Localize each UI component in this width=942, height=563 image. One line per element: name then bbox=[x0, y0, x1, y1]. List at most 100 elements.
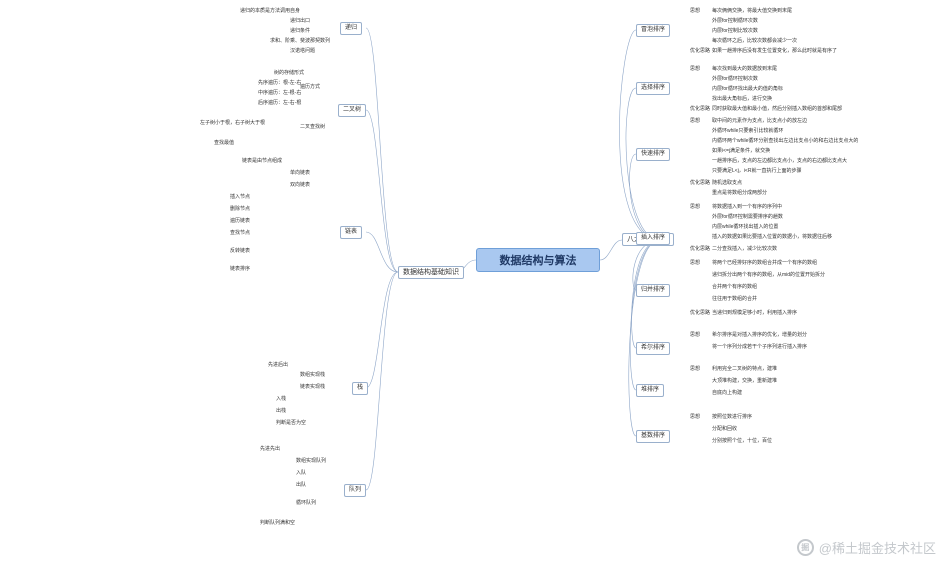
branch-line: 出队 bbox=[296, 482, 307, 488]
branch-line: 先序遍历：根-左-右 bbox=[258, 80, 302, 86]
branch-line: 链表排序 bbox=[230, 266, 251, 272]
branch-line: 希尔排序是对插入排序的优化，增量的划分 bbox=[712, 332, 808, 338]
branch-queue: 队列 bbox=[344, 484, 367, 497]
branch-line: 当递归到规模足够小时，利用插入排序 bbox=[712, 310, 798, 316]
branch-recursion: 递归 bbox=[340, 22, 363, 35]
branch-line: 反转链表 bbox=[230, 248, 251, 254]
branch-line: 求和、阶乘、斐波那契数列 bbox=[270, 38, 331, 44]
branch-line: 只要满足L<j，i<R就一直执行上面的步骤 bbox=[712, 168, 802, 174]
branch-line: 找出最大角标后，进行交换 bbox=[712, 96, 773, 102]
branch-selection-sort: 选择排序 bbox=[636, 82, 671, 95]
branch-line: 外循环while只要索引比较就循环 bbox=[712, 128, 784, 134]
branch-line: 双向链表 bbox=[290, 182, 311, 188]
branch-line: 递归拆分出两个有序的数组，从mid的位置开始拆分 bbox=[712, 272, 826, 278]
branch-line: 查找节点 bbox=[230, 230, 251, 236]
branch-line: 取中间的元素作为支点，比支点小的放左边 bbox=[712, 118, 808, 124]
branch-line: 中序遍历：左-根-右 bbox=[258, 90, 302, 96]
branch-line: 内层while循环找出插入的位置 bbox=[712, 224, 779, 230]
branch-line: 单向链表 bbox=[290, 170, 311, 176]
branch-line: 插入的数据如果比要插入位置的数据小，将数据往后移 bbox=[712, 234, 833, 240]
branch-line: 外层for控制循环次数 bbox=[712, 18, 758, 24]
branch-heap-sort: 堆排序 bbox=[636, 384, 665, 397]
branch-line: 往往用于数组的合并 bbox=[712, 296, 758, 302]
branch-line: 思想 bbox=[690, 204, 701, 210]
branch-line: 合并两个有序的数组 bbox=[712, 284, 758, 290]
branch-line: 优化思路 bbox=[690, 106, 711, 112]
branch-line: 按照位数进行排序 bbox=[712, 414, 753, 420]
branch-line: 内层for循环找出最大的值的角标 bbox=[712, 86, 783, 92]
branch-line: 汉诺塔问题 bbox=[290, 48, 316, 54]
branch-line: 递归的本质是方法调用自身 bbox=[240, 8, 301, 14]
branch-line: 随机选取支点 bbox=[712, 180, 743, 186]
branch-line: 递归出口 bbox=[290, 18, 311, 24]
central-topic: 数据结构与算法 bbox=[476, 248, 600, 272]
branch-line: 插入节点 bbox=[230, 194, 251, 200]
branch-line: 遍历方式 bbox=[300, 84, 321, 90]
branch-insertion-sort: 插入排序 bbox=[636, 232, 671, 245]
branch-line: 如果i<=j满足条件，就交换 bbox=[712, 148, 771, 154]
branch-line: 优化思路 bbox=[690, 48, 711, 54]
branch-line: 将一个序列分成若干个子序列进行插入排序 bbox=[712, 344, 808, 350]
branch-line: 分别按照个位，十位，百位 bbox=[712, 438, 773, 444]
branch-line: 将两个已经排好序的数组合并成一个有序的数组 bbox=[712, 260, 818, 266]
branch-line: 将数据插入到一个有序的序列中 bbox=[712, 204, 783, 210]
branch-line: 查找最值 bbox=[214, 140, 235, 146]
branch-linked-list: 链表 bbox=[340, 226, 363, 239]
branch-line: 循环队列 bbox=[296, 500, 317, 506]
branch-line: 优化思路 bbox=[690, 246, 711, 252]
branch-radix-sort: 基数排序 bbox=[636, 430, 671, 443]
branch-stack: 栈 bbox=[352, 382, 369, 395]
branch-binary-tree: 二叉树 bbox=[338, 104, 367, 117]
branch-line: 思想 bbox=[690, 366, 701, 372]
branch-line: 每次俩俩交换，将最大值交换到末尾 bbox=[712, 8, 793, 14]
branch-quick-sort: 快速排序 bbox=[636, 148, 671, 161]
branch-line: 判断是否为空 bbox=[276, 420, 307, 426]
branch-line: 判断队列满和空 bbox=[260, 520, 296, 526]
branch-line: 先进先出 bbox=[260, 446, 281, 452]
branch-line: 外层for循环控制次数 bbox=[712, 76, 758, 82]
branch-merge-sort: 归并排序 bbox=[636, 284, 671, 297]
branch-line: 递归条件 bbox=[290, 28, 311, 34]
left-main-topic: 数据结构基础知识 bbox=[398, 266, 464, 279]
branch-line: 后序遍历：左-右-根 bbox=[258, 100, 302, 106]
branch-line: 利用完全二叉树的特点，建堆 bbox=[712, 366, 778, 372]
branch-line: 入队 bbox=[296, 470, 307, 476]
branch-bubble-sort: 冒泡排序 bbox=[636, 24, 671, 37]
branch-line: 思想 bbox=[690, 8, 701, 14]
branch-line: 思想 bbox=[690, 332, 701, 338]
branch-shell-sort: 希尔排序 bbox=[636, 342, 671, 355]
branch-line: 数组实现栈 bbox=[300, 372, 326, 378]
branch-line: 内循环两个while循环分别查找出左边比支点小的和右边比支点大的 bbox=[712, 138, 859, 144]
branch-line: 二分查找插入，减少比较次数 bbox=[712, 246, 778, 252]
watermark-icon: 掘 bbox=[796, 539, 814, 556]
branch-line: 思想 bbox=[690, 66, 701, 72]
branch-line: 如果一趟排序后没有发生位置变化，那么此时就是有序了 bbox=[712, 48, 838, 54]
branch-line: 优化思路 bbox=[690, 310, 711, 316]
watermark: 掘 @稀土掘金技术社区 bbox=[796, 538, 936, 557]
branch-line: 思想 bbox=[690, 260, 701, 266]
branch-line: 重点是将数组分成两部分 bbox=[712, 190, 768, 196]
branch-line: 遍历链表 bbox=[230, 218, 251, 224]
branch-line: 一趟排序后，支点的左边都比支点小，支点的右边都比支点大 bbox=[712, 158, 848, 164]
watermark-text: @稀土掘金技术社区 bbox=[818, 541, 936, 556]
branch-line: 外层for循环控制需要排序的趟数 bbox=[712, 214, 783, 220]
branch-line: 出栈 bbox=[276, 408, 287, 414]
branch-line: 树的存储形式 bbox=[274, 70, 305, 76]
branch-line: 思想 bbox=[690, 118, 701, 124]
branch-line: 入栈 bbox=[276, 396, 287, 402]
branch-line: 自底向上构建 bbox=[712, 390, 743, 396]
branch-line: 链表是由节点组成 bbox=[242, 158, 283, 164]
branch-line: 数组实现队列 bbox=[296, 458, 327, 464]
branch-line: 分配和回收 bbox=[712, 426, 738, 432]
branch-line: 左子树小于根，右子树大于根 bbox=[200, 120, 266, 126]
branch-line: 大顶堆构建，交换，重新建堆 bbox=[712, 378, 778, 384]
branch-line: 每次找到最大的数据放到末尾 bbox=[712, 66, 778, 72]
branch-line: 先进后出 bbox=[268, 362, 289, 368]
branch-line: 同时获取最大值和最小值，然后分别插入数组的首部和尾部 bbox=[712, 106, 843, 112]
branch-line: 思想 bbox=[690, 414, 701, 420]
branch-line: 删除节点 bbox=[230, 206, 251, 212]
branch-line: 内层for控制比较次数 bbox=[712, 28, 758, 34]
branch-line: 每次循环之后，比较次数都会减少一次 bbox=[712, 38, 798, 44]
